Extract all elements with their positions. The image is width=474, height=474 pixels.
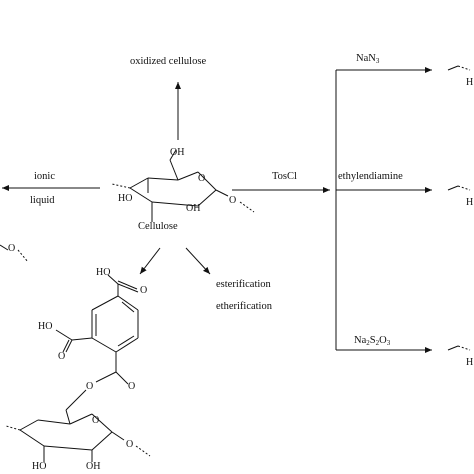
atom-o-glyc: O [229, 195, 237, 206]
atom-o-ester-carbonyl: O [128, 381, 136, 392]
atom-h-right-2: H [466, 197, 474, 208]
na2s2o3-part-e: O [379, 335, 387, 346]
atom-o-acid-left: O [58, 351, 66, 362]
atom-oh-bottom-2: OH [86, 461, 101, 472]
nan3-sub: 3 [375, 57, 380, 65]
arrow-ester-down [139, 247, 161, 275]
benzene-ring [55, 274, 139, 411]
atom-o-ring: O [198, 173, 206, 184]
atom-oh-bottom: OH [186, 203, 201, 214]
arrow-down-right [185, 247, 211, 275]
na2s2o3-part-b: 2 [366, 339, 370, 347]
nan3-label: NaN3 [356, 53, 380, 65]
na2s2o3-part-a: Na [354, 335, 367, 346]
cellulose-ring [111, 149, 255, 222]
atom-o-ester: O [86, 381, 94, 392]
cellulose-label: Cellulose [138, 221, 178, 232]
atom-ho-left: HO [118, 193, 133, 204]
atom-o-acid-top: O [140, 285, 148, 296]
na2s2o3-part-c: S [369, 335, 376, 346]
etherification-label: etherification [216, 301, 272, 312]
atom-ho-acid-left: HO [38, 321, 53, 332]
liquid-label: liquid [30, 195, 55, 206]
atom-ho-left-2: HO [32, 461, 47, 472]
nan3-main: NaN [356, 53, 376, 64]
atom-o-left-partial: O [8, 243, 16, 254]
atom-h-right-3: H [466, 357, 474, 368]
atom-o-ring-2: O [92, 415, 100, 426]
atom-oh-top: OH [170, 147, 185, 158]
ethylenediamine-label: ethylendiamine [338, 171, 403, 182]
na2s2o3-label: Na2S2O3 [354, 335, 391, 347]
oxidized-cellulose-label: oxidized cellulose [130, 56, 207, 67]
atom-o-glyc-2: O [126, 439, 134, 450]
na2s2o3-part-f: 3 [386, 339, 391, 347]
toscl-label: TosCl [272, 171, 297, 182]
cellulose-ring-2 [5, 409, 151, 462]
na2s2o3-part-d: 2 [375, 339, 380, 347]
ionic-label: ionic [34, 171, 55, 182]
atom-h-right-1: H [466, 77, 474, 88]
esterification-label: esterification [216, 279, 271, 290]
atom-ho-acid-top: HO [96, 267, 111, 278]
